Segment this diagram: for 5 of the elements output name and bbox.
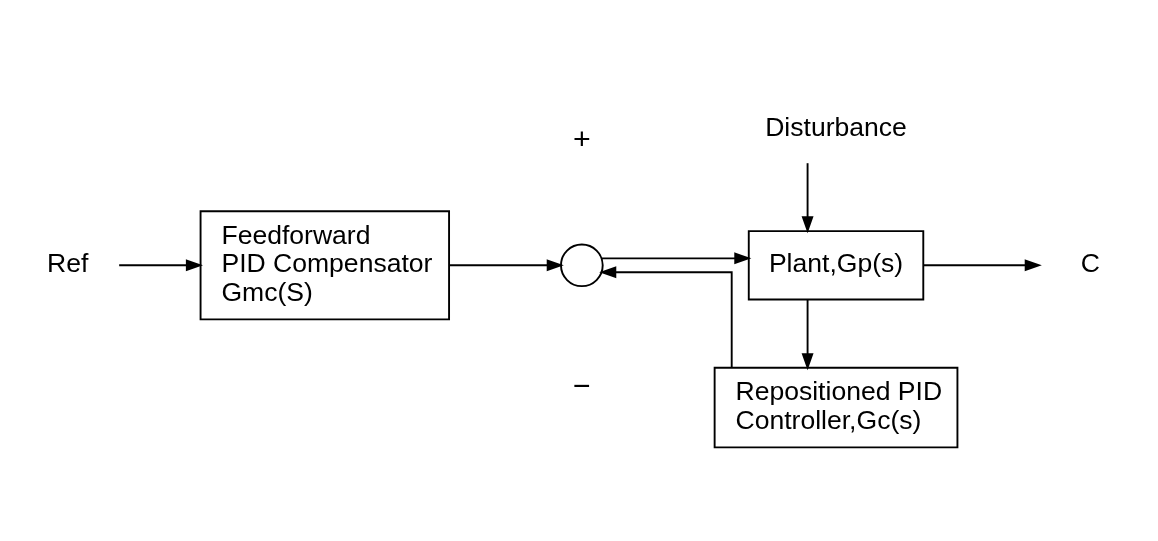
node-text: C xyxy=(1080,247,1100,278)
label: + xyxy=(572,121,591,155)
node-text: Ref xyxy=(47,247,89,278)
node-text: Disturbance xyxy=(765,111,907,142)
label: − xyxy=(572,368,591,402)
